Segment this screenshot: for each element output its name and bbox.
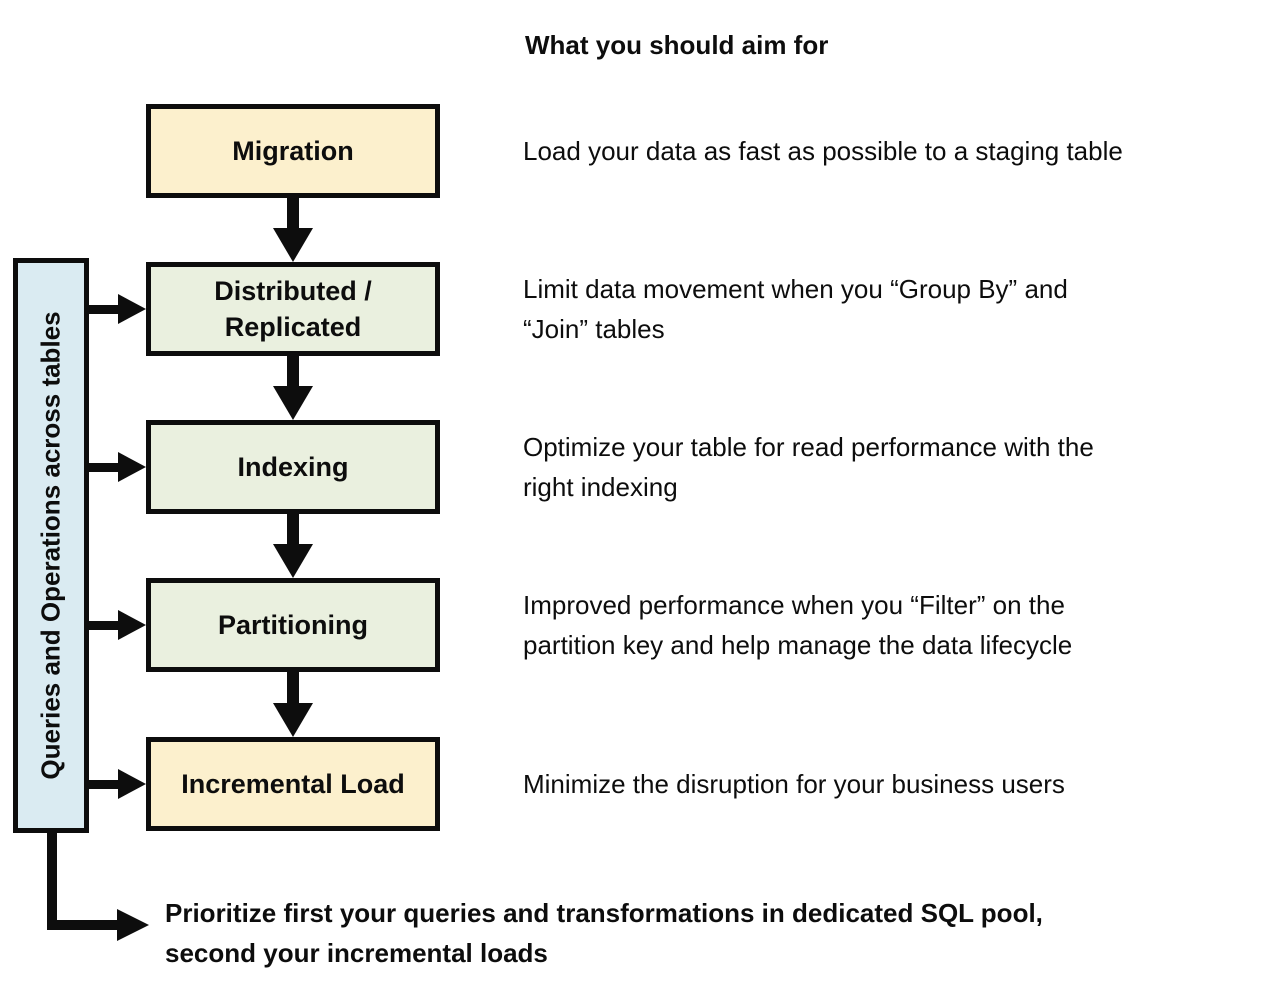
- description-line: “Join” tables: [523, 314, 665, 344]
- sidebar-queries-operations: Queries and Operations across tables: [13, 258, 89, 833]
- arrow-down-distributed-to-indexing: [273, 356, 313, 420]
- arrow-right-sidebar-to-distributed: [85, 294, 146, 324]
- footer-line: second your incremental loads: [165, 938, 548, 968]
- arrow-right-sidebar-to-indexing: [85, 452, 146, 482]
- footer-line: Prioritize first your queries and transf…: [165, 898, 1043, 928]
- arrow-elbow-vertical: [47, 828, 57, 928]
- arrow-shaft: [287, 356, 299, 386]
- flow-box-indexing: Indexing: [146, 420, 440, 514]
- arrow-shaft: [85, 779, 118, 789]
- flow-box-label: Partitioning: [218, 610, 368, 640]
- arrow-right-icon: [118, 610, 146, 640]
- flow-box-migration: Migration: [146, 104, 440, 198]
- flow-box-distributed-replicated: Distributed / Replicated: [146, 262, 440, 356]
- description-line: Limit data movement when you “Group By” …: [523, 274, 1068, 304]
- sidebar-label: Queries and Operations across tables: [35, 311, 66, 780]
- flow-box-label: Incremental Load: [181, 769, 405, 799]
- description-line: Minimize the disruption for your busines…: [523, 769, 1065, 799]
- arrow-right-icon: [118, 769, 146, 799]
- arrow-shaft: [85, 304, 118, 314]
- description-line: Improved performance when you “Filter” o…: [523, 590, 1065, 620]
- arrow-shaft: [287, 198, 299, 228]
- arrow-down-icon: [273, 386, 313, 420]
- description-distributed-replicated: Limit data movement when you “Group By” …: [523, 269, 1243, 349]
- arrow-down-partitioning-to-incremental: [273, 672, 313, 737]
- arrow-shaft: [287, 514, 299, 544]
- flow-box-partitioning: Partitioning: [146, 578, 440, 672]
- description-line: right indexing: [523, 472, 678, 502]
- description-partitioning: Improved performance when you “Filter” o…: [523, 585, 1243, 665]
- arrow-down-migration-to-distributed: [273, 198, 313, 262]
- arrow-right-sidebar-to-partitioning: [85, 610, 146, 640]
- description-line: Optimize your table for read performance…: [523, 432, 1094, 462]
- flow-box-label: Migration: [232, 136, 354, 166]
- arrow-down-icon: [273, 228, 313, 262]
- arrow-down-indexing-to-partitioning: [273, 514, 313, 578]
- description-indexing: Optimize your table for read performance…: [523, 427, 1243, 507]
- arrow-shaft: [85, 462, 118, 472]
- arrow-elbow-horizontal: [47, 920, 119, 930]
- description-incremental-load: Minimize the disruption for your busines…: [523, 764, 1243, 804]
- arrow-shaft: [287, 672, 299, 703]
- flow-box-label: Distributed / Replicated: [214, 276, 372, 342]
- flow-box-label: Indexing: [237, 452, 349, 482]
- arrow-right-icon: [118, 294, 146, 324]
- description-line: Load your data as fast as possible to a …: [523, 136, 1123, 166]
- description-migration: Load your data as fast as possible to a …: [523, 131, 1243, 171]
- description-line: partition key and help manage the data l…: [523, 630, 1073, 660]
- arrow-right-icon: [117, 909, 149, 941]
- column-header-aim: What you should aim for: [525, 30, 829, 60]
- arrow-down-icon: [273, 703, 313, 737]
- arrow-right-sidebar-to-incremental: [85, 769, 146, 799]
- footer-note: Prioritize first your queries and transf…: [165, 893, 1215, 973]
- flow-box-incremental-load: Incremental Load: [146, 737, 440, 831]
- arrow-down-icon: [273, 544, 313, 578]
- arrow-right-icon: [118, 452, 146, 482]
- arrow-shaft: [85, 620, 118, 630]
